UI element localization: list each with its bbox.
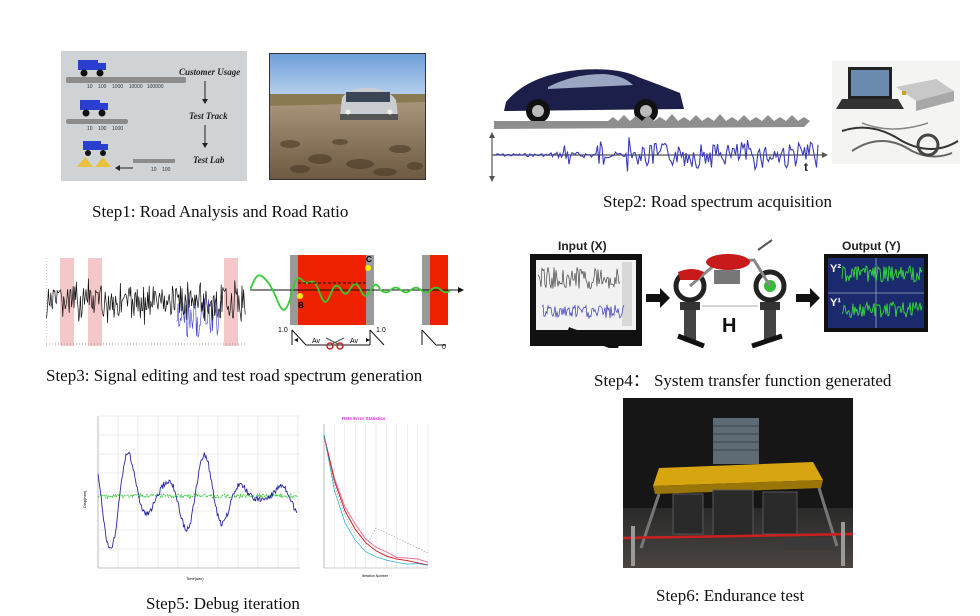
transfer-function-h: H (722, 315, 736, 337)
step3-signal-editing-plot (46, 258, 246, 346)
road-strip (66, 119, 128, 124)
ramp-left-value: 1.0 (278, 327, 288, 334)
label-customer-usage: Customer Usage (179, 67, 241, 77)
road-signal-line (493, 137, 819, 172)
step1-diagram: 10 100 1000 10000 100000 Customer Usage … (61, 51, 247, 181)
av-label-right: Av (350, 338, 359, 345)
step6-caption: Step6: Endurance test (656, 586, 805, 605)
arrow-down-icon (200, 81, 210, 105)
step2-acquisition-photo (832, 61, 960, 164)
axis-ticks-a: 10 100 1000 10000 100000 (87, 84, 164, 90)
response-signal-blue (97, 451, 298, 549)
noise-signal-line (46, 278, 246, 325)
label-test-track: Test Track (189, 111, 228, 121)
step4-transfer-function-diagram: Input (X) H Output (Y) (528, 236, 948, 348)
step5-rms-error-plot: RMS Error Statistics Iteration Number (318, 412, 432, 580)
step3-caption: Step3: Signal editing and test road spec… (46, 366, 423, 385)
ramp-right-value: 1.0 (376, 327, 386, 334)
step3-edit-window-diagram: C B 1.0 Av Av 1.0 0 (250, 250, 465, 350)
step2-caption: Step2: Road spectrum acquisition (603, 192, 832, 211)
road-strip (66, 77, 186, 83)
rms-title: RMS Error Statistics (342, 416, 386, 421)
marker-b: B (298, 301, 304, 310)
step2-car-signal-diagram: t (488, 57, 828, 182)
output-signal-y2 (841, 264, 923, 283)
input-signal-lower (541, 304, 625, 320)
truck-on-rig-icon (73, 139, 115, 169)
label-test-lab: Test Lab (193, 155, 225, 165)
y-axis-label: Disp(mm) (82, 490, 87, 508)
y2-label: Y² (830, 263, 841, 275)
axis-ticks-b: 10 100 1000 (87, 126, 124, 132)
target-signal-green (97, 492, 298, 500)
x-axis-label: Time(sec) (186, 576, 204, 581)
input-label: Input (X) (558, 239, 607, 253)
step1-caption: Step1: Road Analysis and Road Ratio (92, 202, 349, 221)
time-axis-label: t (804, 160, 808, 174)
scissors-icon (325, 337, 345, 350)
rms-curve-gray (323, 437, 429, 554)
input-signal-upper (537, 267, 621, 290)
arrow-left-icon (115, 159, 133, 171)
motorcycle-on-rig-icon (673, 239, 787, 340)
step6-endurance-test-photo (623, 398, 853, 568)
arrow-right-icon (796, 288, 820, 308)
marker-c: C (366, 255, 372, 264)
y1-label: Y¹ (830, 297, 841, 309)
rms-curve-red (323, 435, 429, 566)
edit-signal-green (250, 274, 451, 311)
step4-caption: Step4： System transfer function generate… (594, 371, 892, 390)
rms-curve-cyan (323, 434, 429, 566)
arrow-down-icon (200, 125, 210, 149)
step1-road-photo (269, 53, 426, 180)
output-signal-y1 (841, 300, 923, 319)
rms-curve-pink (323, 435, 429, 563)
arrow-right-icon (646, 288, 670, 308)
av-label-left: Av (312, 338, 321, 345)
step5-caption: Step5: Debug iteration (146, 594, 300, 613)
truck-icon (78, 97, 110, 117)
noise-signal-blue (176, 298, 221, 338)
output-label: Output (Y) (842, 239, 901, 253)
ramp-zero-value: 0 (442, 344, 446, 350)
step5-time-history-plot: Disp(mm) Time(sec) (82, 412, 304, 582)
truck-icon (76, 57, 108, 77)
iteration-axis-label: Iteration Number (362, 574, 389, 578)
road-strip (133, 159, 175, 163)
axis-ticks-c: 10 100 (151, 167, 171, 173)
highlight-band (60, 258, 74, 346)
